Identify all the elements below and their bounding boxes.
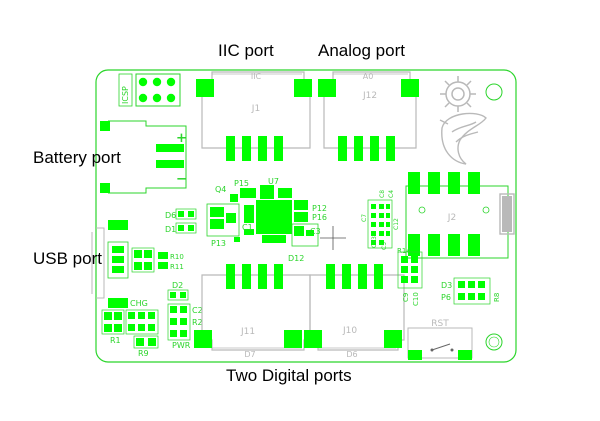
mounting-hole bbox=[488, 336, 500, 348]
led-d6-d1 bbox=[175, 208, 197, 234]
silk-p12: P12 bbox=[312, 204, 327, 213]
silk-p13: P13 bbox=[211, 239, 226, 248]
callout-analog-port: Analog port bbox=[318, 41, 405, 60]
silk-c12: C12 bbox=[393, 218, 400, 230]
silk-c3: C3 bbox=[310, 227, 321, 236]
charge-power-leds bbox=[101, 289, 191, 349]
silk-d12: D12 bbox=[288, 254, 304, 263]
silk-c5: C5 bbox=[381, 242, 388, 250]
silk-c7: C7 bbox=[361, 214, 368, 222]
battery-connector bbox=[100, 120, 187, 194]
connector-j10-ref: J10 bbox=[342, 326, 357, 336]
connector-j1-ref: J1 bbox=[251, 104, 260, 114]
silk-c9: C9 bbox=[402, 293, 410, 302]
callout-battery-port: Battery port bbox=[33, 148, 121, 167]
battery-minus-label: − bbox=[176, 172, 187, 187]
silk-c2: C2 bbox=[192, 306, 203, 315]
connector-j11-ref: J11 bbox=[240, 327, 255, 337]
resistors-r10-r11 bbox=[131, 247, 168, 273]
silk-r10: R10 bbox=[170, 253, 184, 261]
silk-r2: R2 bbox=[192, 318, 203, 327]
callout-digital-ports: Two Digital ports bbox=[226, 366, 352, 385]
silk-r1: R1 bbox=[110, 336, 121, 345]
mounting-hole bbox=[485, 333, 503, 351]
connector-j1-tag: IIC bbox=[251, 72, 262, 81]
capacitor-cluster bbox=[367, 199, 393, 249]
battery-plus-label: + bbox=[176, 131, 187, 146]
silk-c13: C13 bbox=[371, 236, 378, 248]
connector-j10-tag: D6 bbox=[346, 350, 357, 359]
connector-j2-ref: J2 bbox=[447, 213, 456, 223]
silk-r14: R14 bbox=[397, 247, 411, 255]
usb-connector bbox=[91, 220, 129, 308]
silk-p16: P16 bbox=[312, 213, 327, 222]
silk-r9: R9 bbox=[138, 349, 149, 358]
silk-c8: C8 bbox=[379, 190, 386, 198]
silk-p6: P6 bbox=[441, 293, 451, 302]
silk-c1: C1 bbox=[242, 223, 253, 232]
silk-p15: P15 bbox=[234, 179, 249, 188]
silk-chg: CHG bbox=[130, 299, 148, 308]
connector-j2 bbox=[405, 172, 515, 259]
silk-c10: C10 bbox=[412, 292, 420, 306]
connector-j12 bbox=[318, 71, 419, 161]
silk-r8: R8 bbox=[493, 293, 501, 302]
icsp-pins bbox=[138, 77, 176, 103]
connector-j11 bbox=[194, 264, 311, 351]
silk-d3: D3 bbox=[441, 281, 452, 290]
connector-j11-tag: D7 bbox=[244, 350, 255, 359]
reset-button bbox=[407, 327, 473, 360]
d3-p6-r8 bbox=[453, 277, 491, 305]
mounting-hole bbox=[485, 83, 503, 101]
silk-d1: D1 bbox=[165, 225, 176, 234]
silk-u7: U7 bbox=[268, 177, 279, 186]
connector-j12-ref: J12 bbox=[362, 91, 377, 101]
silk-d2: D2 bbox=[172, 281, 183, 290]
connector-j10 bbox=[304, 264, 405, 351]
silk-rst: RST bbox=[431, 319, 449, 329]
connector-j1 bbox=[196, 71, 312, 161]
silk-q4: Q4 bbox=[215, 185, 226, 194]
icsp-label: ICSP bbox=[121, 86, 130, 104]
gear-logo-icon bbox=[440, 76, 476, 112]
r14-c9-c10 bbox=[397, 251, 423, 289]
silk-pwr: PWR bbox=[172, 341, 191, 350]
bird-logo-icon bbox=[439, 112, 487, 165]
silk-r11: R11 bbox=[170, 263, 184, 271]
connector-j12-tag: A0 bbox=[363, 72, 374, 81]
callout-usb-port: USB port bbox=[33, 249, 102, 268]
u7-regulator bbox=[206, 185, 319, 247]
silk-c4: C4 bbox=[388, 190, 395, 198]
callout-iic-port: IIC port bbox=[218, 41, 274, 60]
icsp-header-outline bbox=[135, 73, 181, 107]
icsp-label-box bbox=[118, 73, 133, 107]
silk-d6: D6 bbox=[165, 211, 176, 220]
